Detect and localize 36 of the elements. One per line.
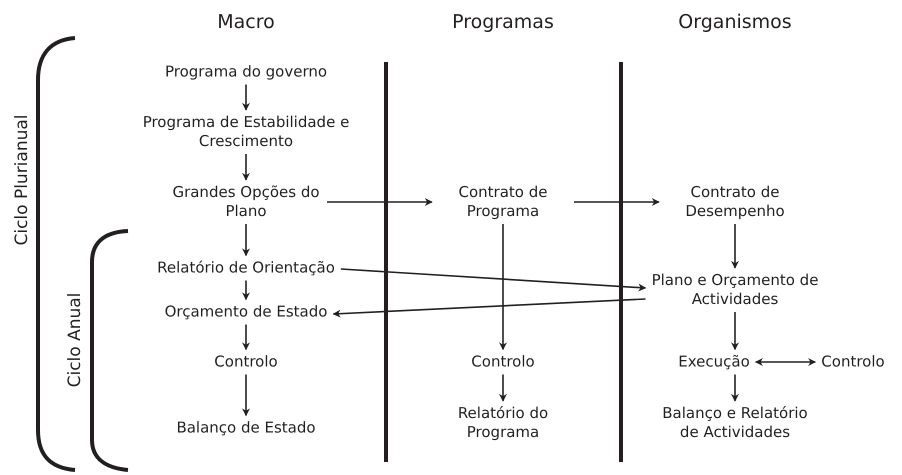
cycle-label: Ciclo Plurianual bbox=[12, 114, 32, 246]
step-label: Balanço de Estado bbox=[176, 418, 316, 438]
column-header: Programas bbox=[452, 11, 554, 33]
step-label: Contrato de Desempenho bbox=[665, 183, 805, 221]
arrow bbox=[242, 324, 250, 350]
arrow bbox=[327, 198, 433, 206]
step-label: Controlo bbox=[471, 352, 535, 372]
column-header: Macro bbox=[217, 11, 275, 33]
step-label: Contrato de Programa bbox=[438, 183, 568, 221]
arrow bbox=[242, 154, 250, 181]
arrow bbox=[731, 312, 739, 350]
arrow bbox=[332, 298, 646, 318]
step-label: Execução bbox=[678, 352, 750, 372]
cycle-label: Ciclo Anual bbox=[65, 292, 85, 388]
step-label: Controlo bbox=[821, 352, 885, 372]
step-label: Relatório de Orientação bbox=[157, 258, 335, 278]
step-label: Plano e Orçamento de Actividades bbox=[652, 271, 818, 309]
step-label: Grandes Opções do Plano bbox=[171, 183, 321, 221]
arrow bbox=[731, 374, 739, 402]
arrow bbox=[242, 374, 250, 416]
arrow bbox=[754, 358, 816, 366]
step-label: Orçamento de Estado bbox=[164, 302, 328, 322]
step-label: Controlo bbox=[214, 352, 278, 372]
step-label: Balanço e Relatório de Actividades bbox=[652, 404, 818, 442]
arrow bbox=[242, 84, 250, 111]
arrow bbox=[731, 224, 739, 269]
step-label: Relatório do Programa bbox=[438, 404, 568, 442]
arrow bbox=[574, 198, 660, 206]
step-label: Programa do governo bbox=[164, 62, 328, 82]
arrow bbox=[340, 268, 646, 292]
arrow bbox=[499, 224, 507, 350]
arrow bbox=[242, 224, 250, 256]
step-label: Programa de Estabilidade e Crescimento bbox=[121, 113, 371, 151]
column-header: Organismos bbox=[678, 11, 792, 33]
arrow bbox=[242, 280, 250, 300]
arrow bbox=[499, 374, 507, 402]
